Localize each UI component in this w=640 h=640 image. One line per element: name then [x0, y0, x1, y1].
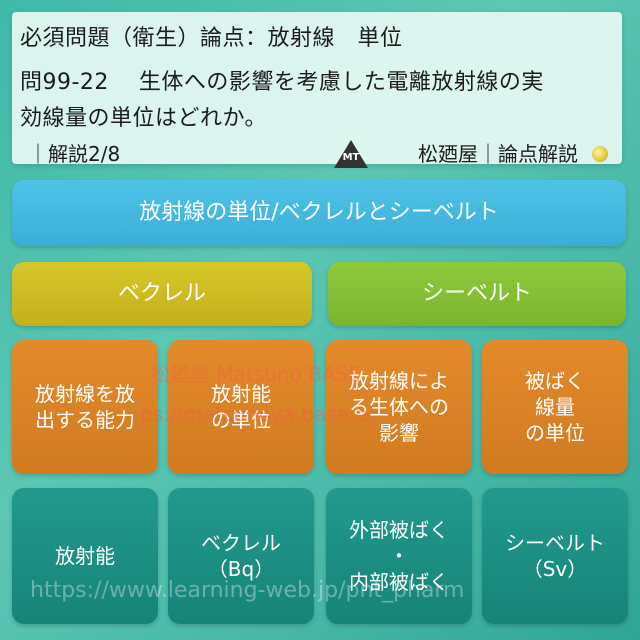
question-header: 必須問題（衛生）論点：放射線 単位 問99-22 生体への影響を考慮した電離放射… — [12, 12, 622, 168]
category-becquerel: ベクレル — [12, 262, 312, 326]
description-box: 放射線を放 出する能力 — [12, 340, 158, 474]
header-title: 必須問題（衛生）論点：放射線 単位 — [20, 26, 403, 51]
explain-page-indicator: ｜解説2/8 — [28, 142, 121, 166]
term-box: 放射能 — [12, 488, 158, 624]
term-box: シーベルト （Sv） — [482, 488, 628, 624]
coin-icon — [592, 146, 608, 162]
category-label: シーベルト — [421, 280, 532, 306]
description-text: 放射線を放 出する能力 — [35, 382, 135, 432]
diagram-title-box: 放射線の単位/ベクレルとシーベルト — [12, 180, 626, 246]
description-text: 被ばく 線量 の単位 — [525, 369, 585, 445]
description-box: 放射線によ る生体への 影響 — [326, 340, 472, 474]
description-box: 放射能 の単位 — [168, 340, 314, 474]
term-text: 外部被ばく ・ 内部被ばく — [349, 518, 449, 594]
brand-label: 松廼屋｜論点解説 — [418, 142, 578, 166]
term-box: ベクレル （Bq） — [168, 488, 314, 624]
description-text: 放射能 の単位 — [211, 382, 271, 432]
category-sievert: シーベルト — [328, 262, 626, 326]
mt-logo: MT — [334, 140, 368, 170]
term-text: シーベルト （Sv） — [505, 531, 605, 581]
term-text: 放射能 — [55, 544, 115, 568]
logo-mountain-icon — [334, 140, 368, 168]
term-box: 外部被ばく ・ 内部被ばく — [326, 488, 472, 624]
diagram-title: 放射線の単位/ベクレルとシーベルト — [139, 199, 499, 225]
description-text: 放射線によ る生体への 影響 — [349, 369, 449, 445]
term-text: ベクレル （Bq） — [201, 531, 281, 581]
logo-text: MT — [342, 152, 360, 163]
question-text-line1: 問99-22 生体への影響を考慮した電離放射線の実 — [20, 70, 544, 95]
category-label: ベクレル — [117, 280, 206, 306]
question-text-line2: 効線量の単位はどれか。 — [20, 106, 268, 131]
description-box: 被ばく 線量 の単位 — [482, 340, 628, 474]
